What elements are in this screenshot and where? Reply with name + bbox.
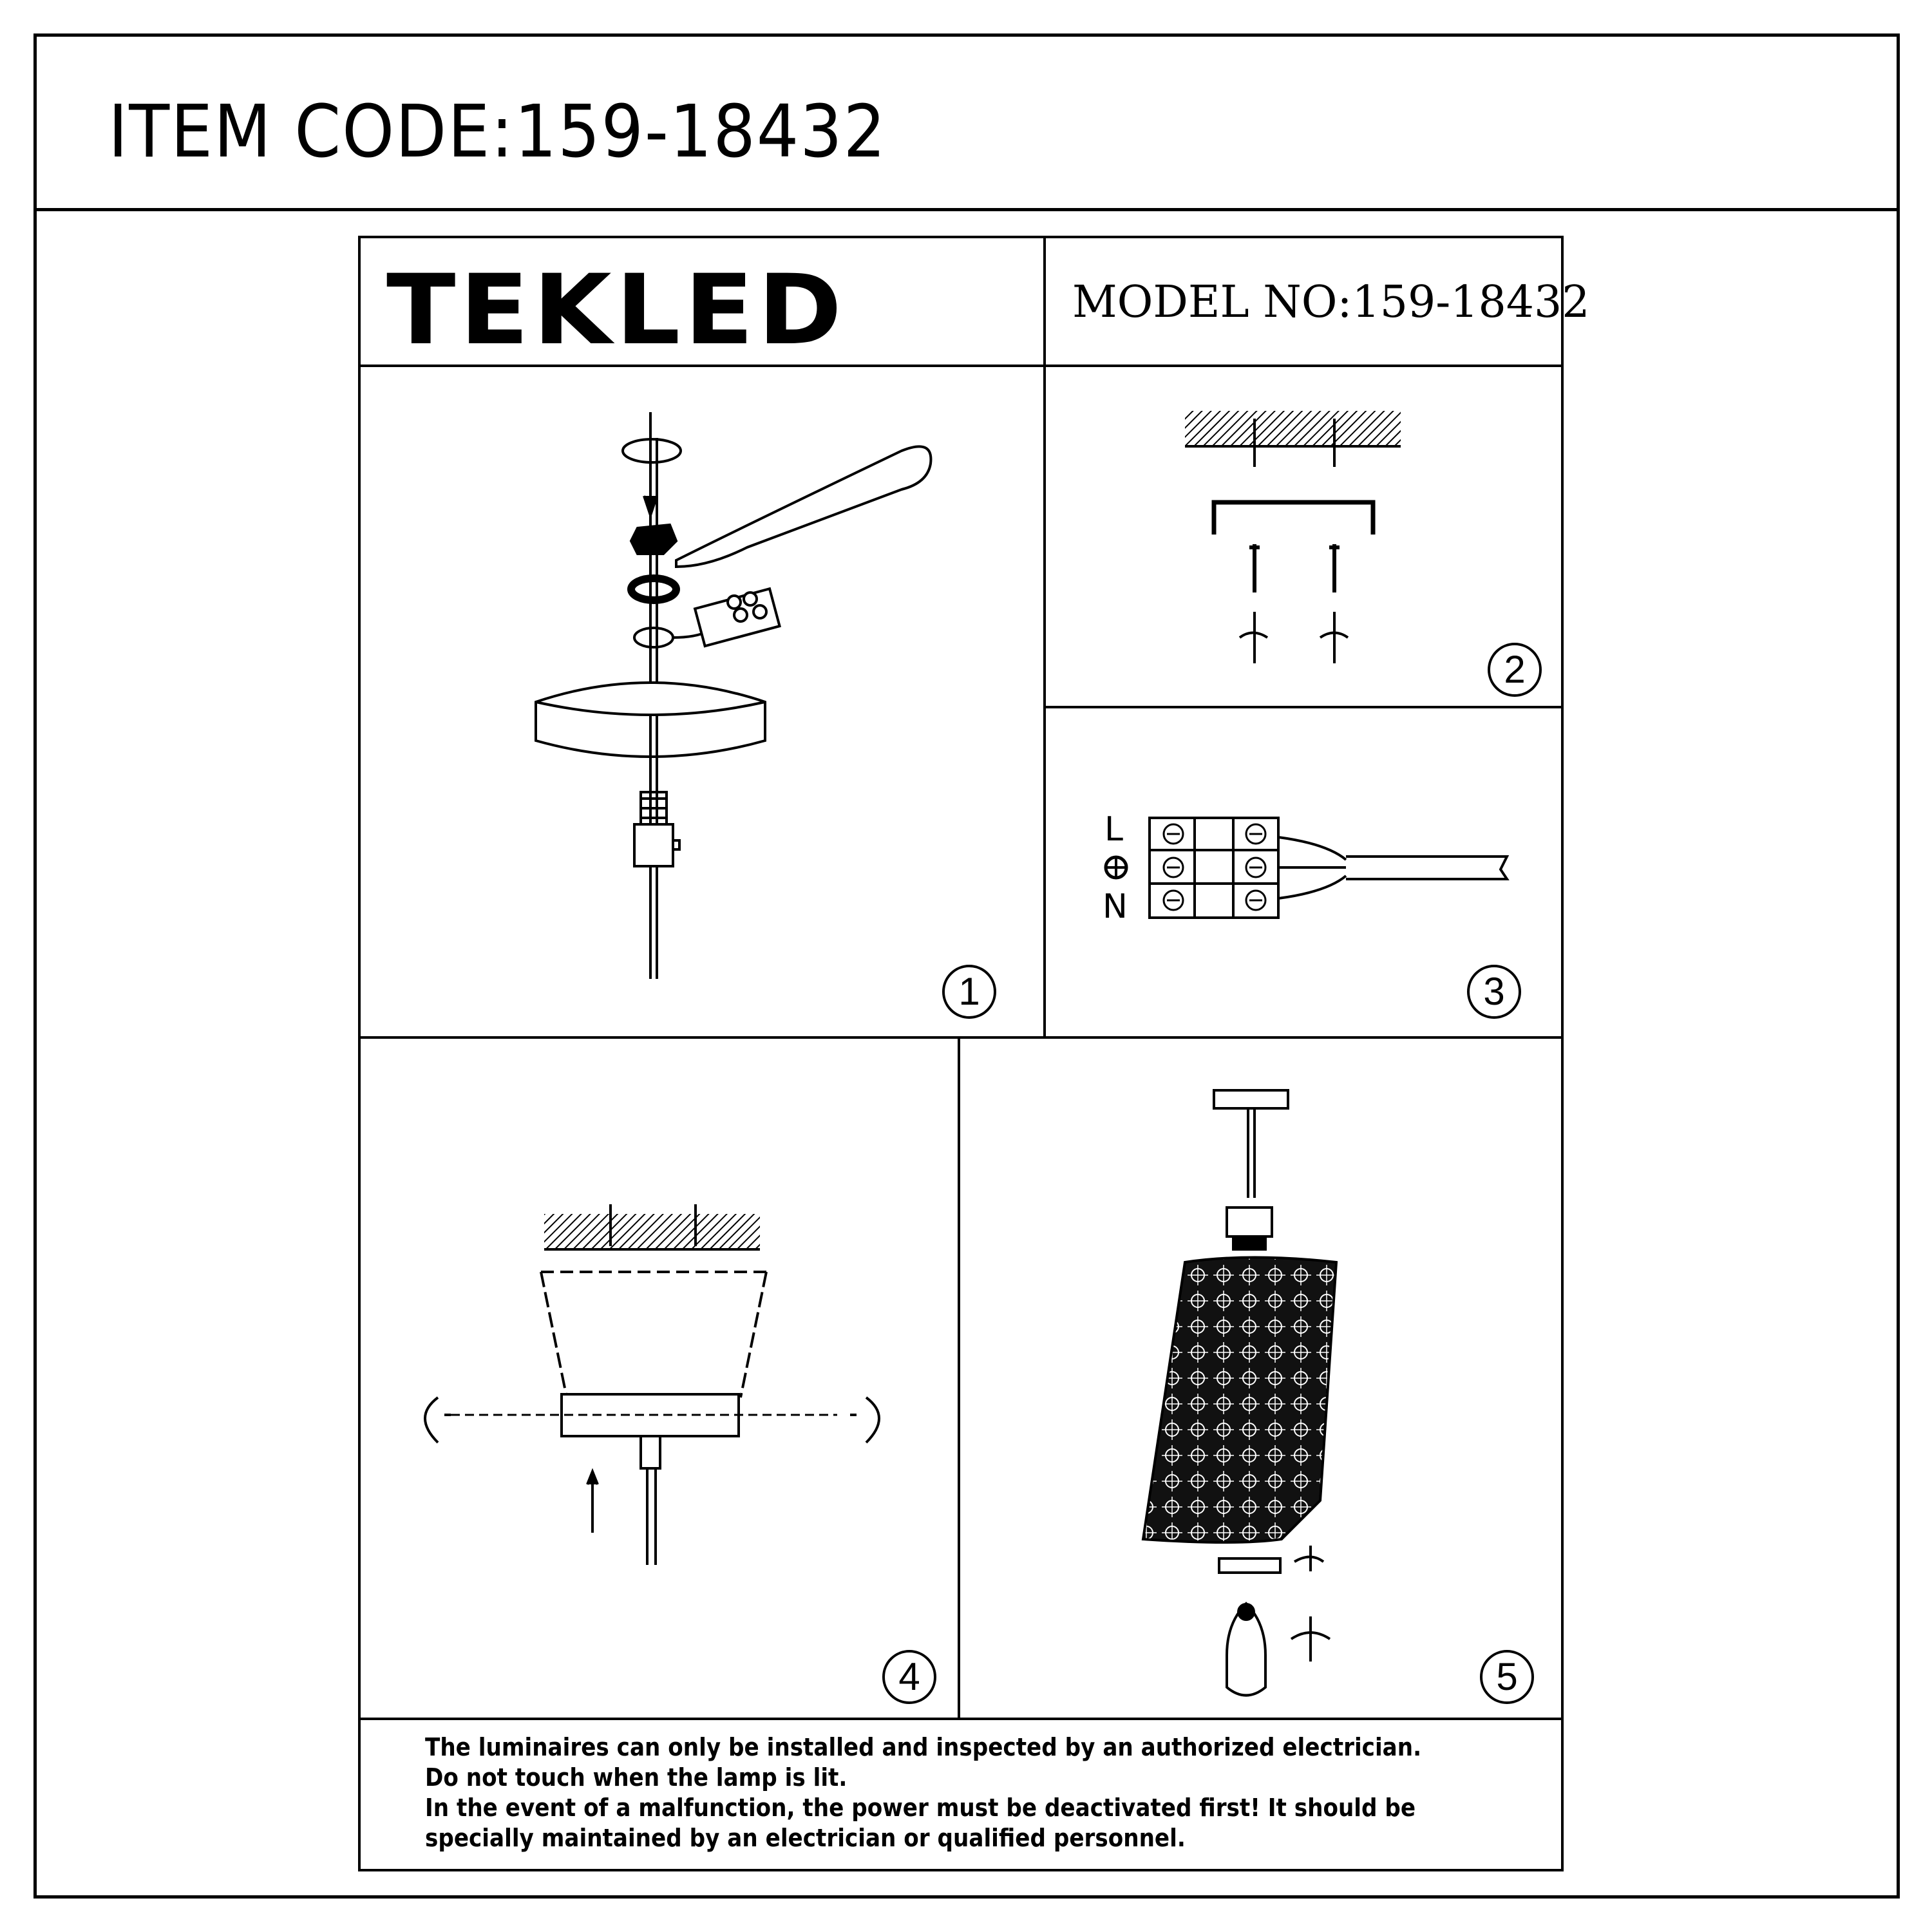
safety-note: The luminaires can only be installed and… <box>425 1733 1422 1761</box>
outer-frame <box>33 33 1900 1899</box>
step5-diagram <box>1141 1089 1338 1697</box>
item-code: ITEM CODE:159-18432 <box>108 90 887 174</box>
divider <box>358 1036 1564 1039</box>
step-number-3: 3 <box>1467 965 1521 1019</box>
step-number-4: 4 <box>882 1650 936 1704</box>
earth-ground-icon <box>1104 855 1128 880</box>
safety-note: specially maintained by an electrician o… <box>425 1824 1186 1852</box>
step4-diagram <box>424 1204 880 1565</box>
divider <box>958 1036 960 1719</box>
safety-notes: The luminaires can only be installed and… <box>425 1732 1421 1853</box>
terminal-label-live: L <box>1104 810 1123 849</box>
step-number-2: 2 <box>1488 643 1542 697</box>
model-number: MODEL NO:159-18432 <box>1072 277 1590 328</box>
terminal-label-neutral: N <box>1103 887 1128 926</box>
step1-diagram <box>535 412 933 979</box>
safety-note: Do not touch when the lamp is lit. <box>425 1763 848 1792</box>
step2-diagram <box>1185 411 1401 663</box>
instruction-sheet <box>358 236 1564 1871</box>
brand-logo: TEKLED <box>386 254 846 366</box>
header-divider <box>33 208 1900 211</box>
divider <box>358 1718 1564 1720</box>
divider <box>1043 236 1046 1038</box>
step3-diagram <box>1104 817 1510 919</box>
divider <box>1043 706 1564 708</box>
step-number-5: 5 <box>1480 1650 1534 1704</box>
divider <box>358 365 1564 367</box>
step-number-1: 1 <box>942 965 996 1019</box>
safety-note: In the event of a malfunction, the power… <box>425 1794 1416 1822</box>
